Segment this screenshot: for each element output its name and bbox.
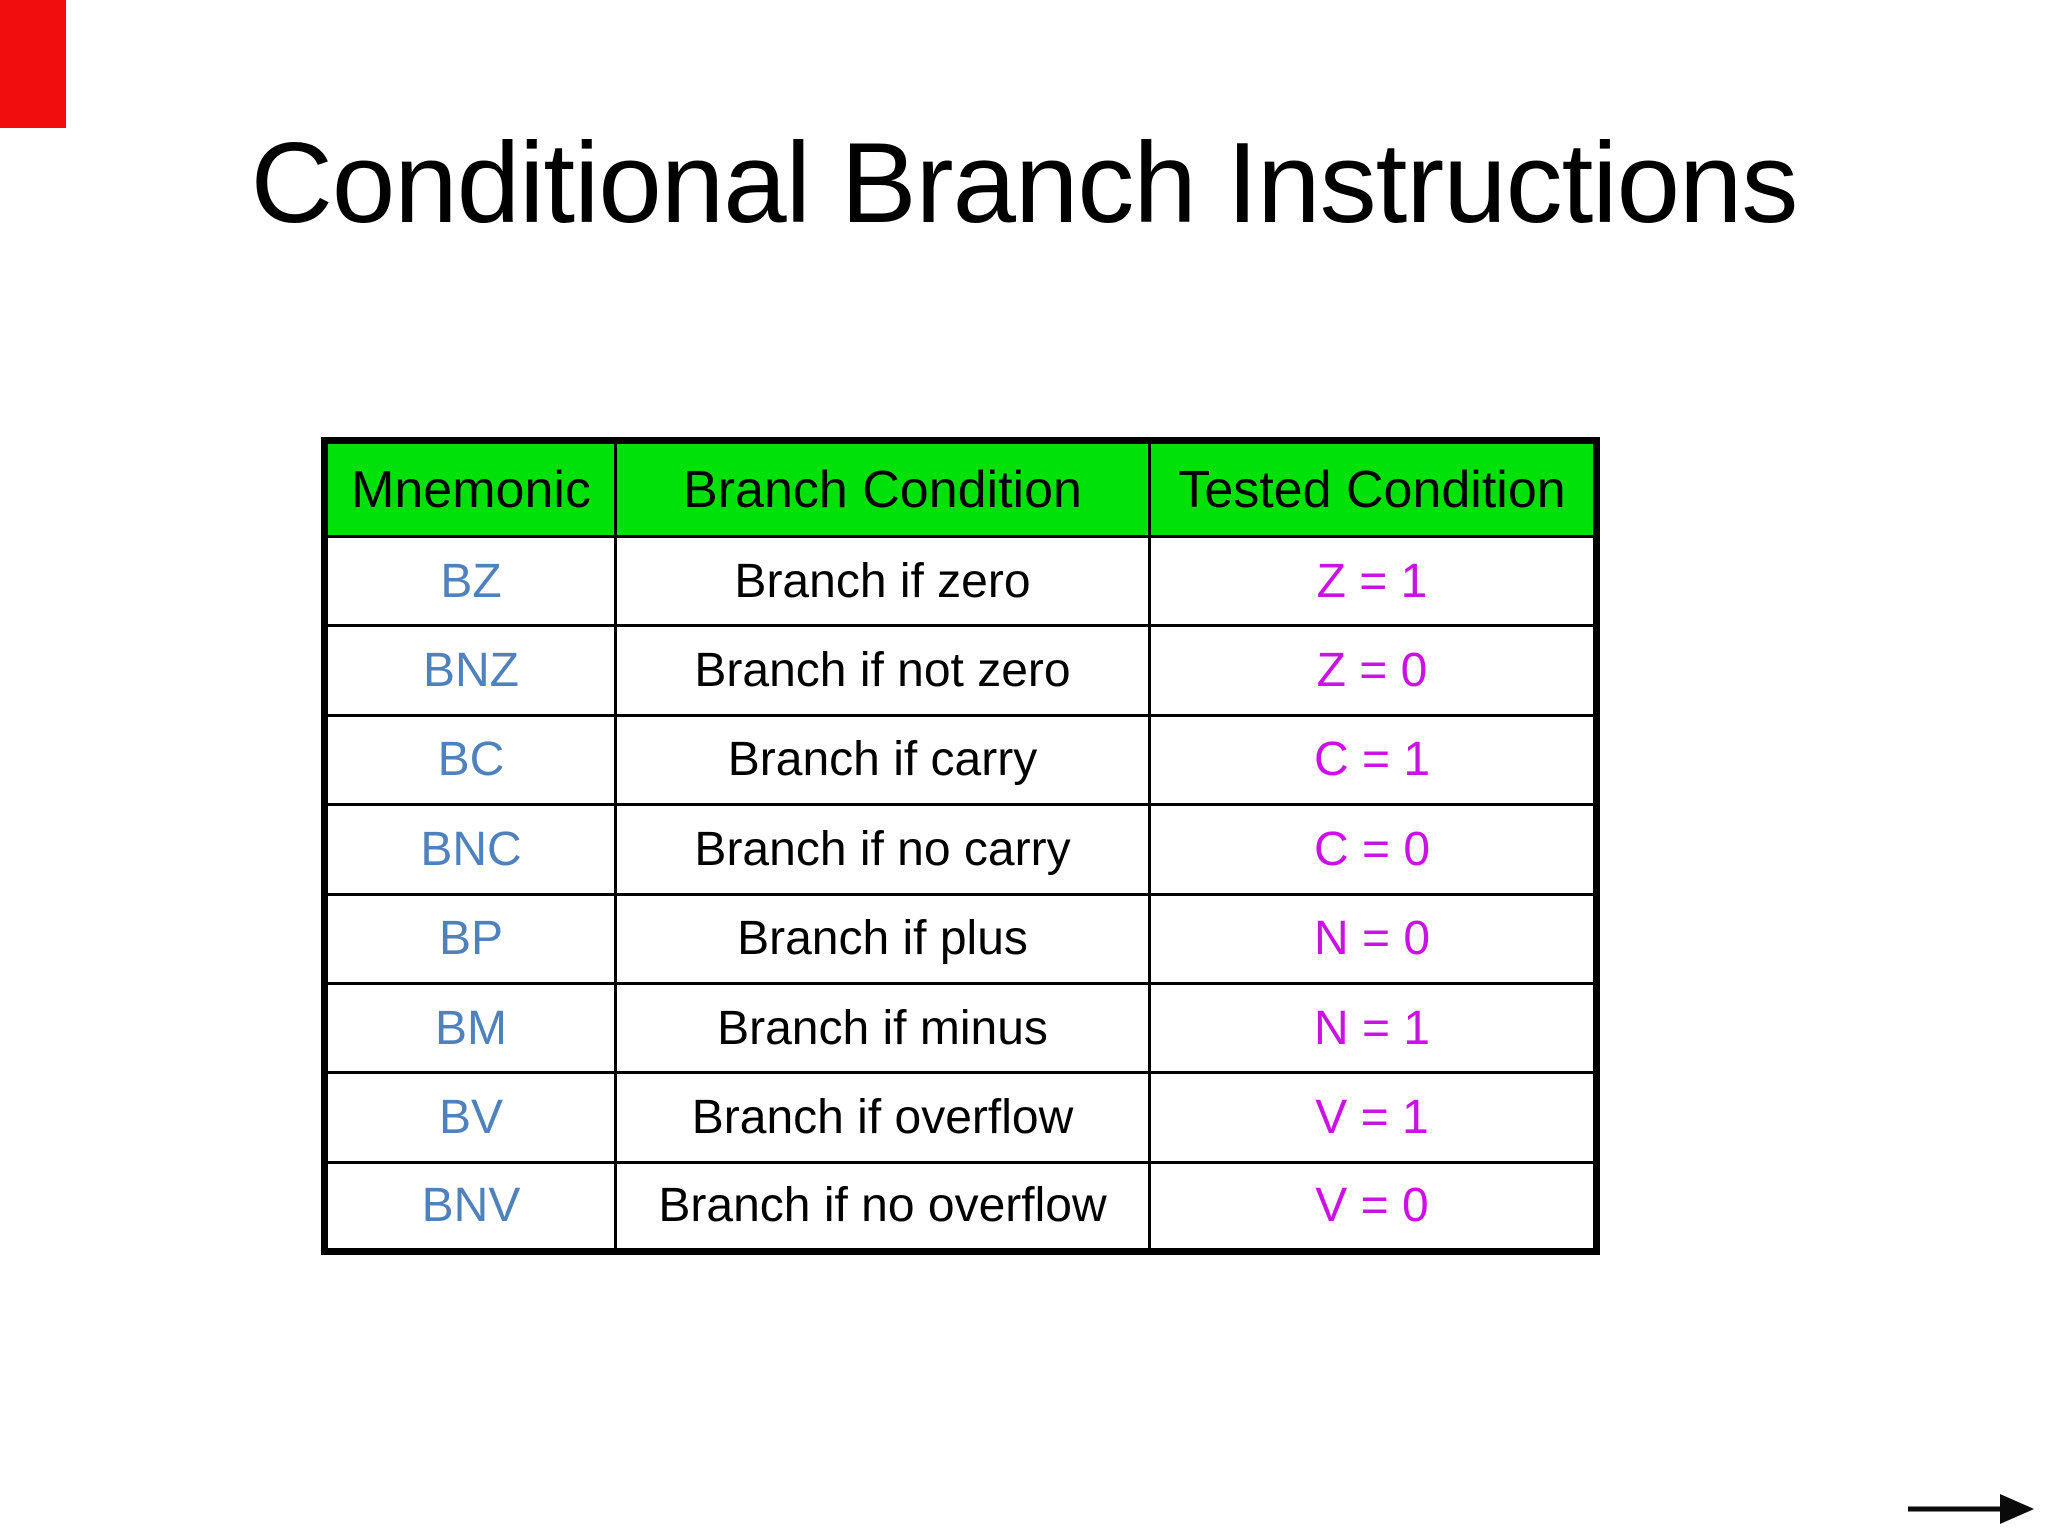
mnemonic-cell: BV [323,1071,617,1164]
tested-cell: C = 1 [1148,713,1598,807]
tested-cell: V = 1 [1148,1071,1598,1164]
condition-cell: Branch if carry [614,713,1151,807]
mnemonic-cell: BP [323,892,617,985]
mnemonic-cell: BNV [323,1160,617,1254]
tested-cell: V = 0 [1148,1160,1598,1254]
table-row: BZ Branch if zero Z = 1 [323,534,1598,628]
condition-cell: Branch if zero [614,534,1151,628]
column-header-tested-condition: Tested Condition [1148,439,1598,538]
table-row: BM Branch if minus N = 1 [323,981,1598,1075]
condition-cell: Branch if overflow [614,1071,1151,1164]
mnemonic-cell: BC [323,713,617,807]
tested-cell: Z = 1 [1148,534,1598,628]
table-row: BNV Branch if no overflow V = 0 [323,1160,1598,1254]
tested-cell: C = 0 [1148,803,1598,896]
red-marker-icon [0,0,66,128]
table-header-row: Mnemonic Branch Condition Tested Conditi… [323,439,1598,538]
table-row: BNZ Branch if not zero Z = 0 [323,624,1598,717]
page-title: Conditional Branch Instructions [250,120,1799,247]
condition-cell: Branch if no carry [614,803,1151,896]
mnemonic-cell: BM [323,981,617,1075]
column-header-branch-condition: Branch Condition [614,439,1151,538]
column-header-mnemonic: Mnemonic [323,439,617,538]
condition-cell: Branch if minus [614,981,1151,1075]
table-row: BP Branch if plus N = 0 [323,892,1598,985]
table-row: BC Branch if carry C = 1 [323,713,1598,807]
tested-cell: N = 1 [1148,981,1598,1075]
table-row: BNC Branch if no carry C = 0 [323,803,1598,896]
branch-instructions-table: Mnemonic Branch Condition Tested Conditi… [321,437,1600,1255]
condition-cell: Branch if not zero [614,624,1151,717]
mnemonic-cell: BZ [323,534,617,628]
mnemonic-cell: BNC [323,803,617,896]
mnemonic-cell: BNZ [323,624,617,717]
condition-cell: Branch if plus [614,892,1151,985]
tested-cell: N = 0 [1148,892,1598,985]
right-arrow-icon [1908,1494,2034,1524]
condition-cell: Branch if no overflow [614,1160,1151,1254]
table-row: BV Branch if overflow V = 1 [323,1071,1598,1164]
tested-cell: Z = 0 [1148,624,1598,717]
